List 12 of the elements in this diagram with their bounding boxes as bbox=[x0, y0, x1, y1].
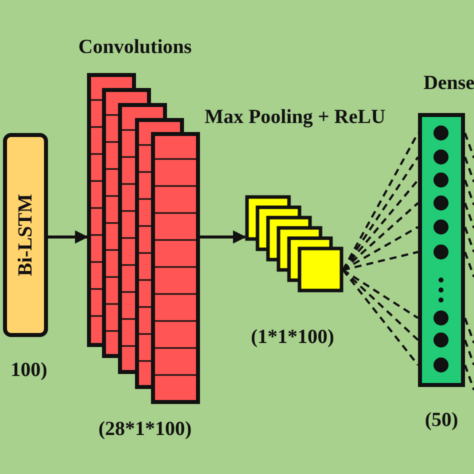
dimension-label: (50) bbox=[424, 409, 460, 432]
dimension-label: 100) bbox=[10, 359, 48, 382]
arrow bbox=[48, 230, 88, 244]
layer-name: Bi-LSTM bbox=[14, 194, 37, 276]
arrow bbox=[200, 230, 246, 244]
dimension-label: (1*1*100) bbox=[250, 326, 336, 349]
dashed-connection-lines bbox=[464, 132, 474, 392]
layer-title: Max Pooling + ReLU bbox=[204, 106, 386, 129]
dashed-connection-lines bbox=[342, 132, 420, 366]
layer-title: Convolutions bbox=[77, 36, 193, 59]
layer-title: Dense bbox=[422, 72, 474, 95]
dimension-label: (28*1*100) bbox=[97, 418, 193, 441]
